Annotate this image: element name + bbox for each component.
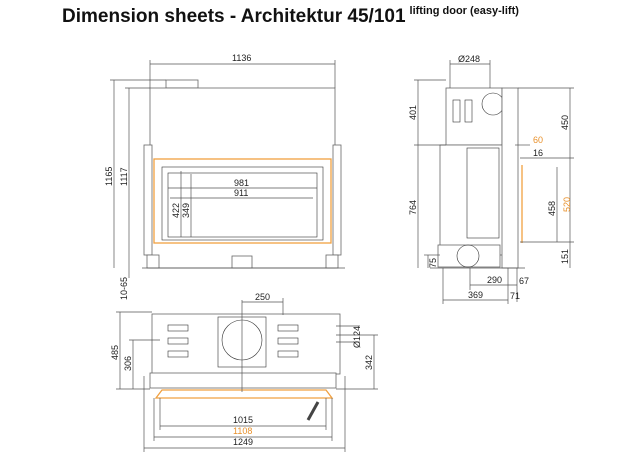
subtitle-text: lifting door (easy-lift)	[409, 5, 519, 17]
dim-981: 981	[234, 178, 249, 188]
dim-911: 911	[234, 188, 248, 198]
dim-1117: 1117	[119, 167, 129, 186]
dim-75: 75	[428, 258, 438, 268]
dim-1015: 1015	[233, 415, 253, 425]
plan-view: 250 485 306 342 Ø124 1015 1108 1249	[110, 292, 378, 452]
dim-764: 764	[408, 200, 418, 215]
dim-458: 458	[547, 201, 557, 216]
dim-306: 306	[123, 356, 133, 371]
dim-1108: 1108	[233, 426, 252, 436]
dim-71: 71	[510, 291, 520, 301]
dim-485: 485	[110, 345, 120, 360]
dim-16: 16	[533, 148, 543, 158]
dim-369: 369	[468, 290, 483, 300]
dim-d124: Ø124	[352, 326, 362, 348]
dim-450: 450	[560, 115, 570, 130]
side-view: Ø248 401 764 75 450 60 16 458 520 151 29…	[408, 54, 574, 304]
front-view: 1136 1165 1117 10-65 981 911 422 349	[104, 53, 345, 300]
dim-d248: Ø248	[458, 54, 480, 64]
dim-422: 422	[171, 203, 181, 218]
dim-10-65: 10-65	[119, 277, 129, 300]
dim-349: 349	[181, 203, 191, 218]
dim-1249: 1249	[233, 437, 253, 447]
dim-250: 250	[255, 292, 270, 302]
dim-401: 401	[408, 105, 418, 120]
dim-151: 151	[560, 249, 570, 264]
dim-60: 60	[533, 135, 543, 145]
dim-342: 342	[364, 355, 374, 370]
dim-520: 520	[562, 197, 572, 212]
dim-67: 67	[519, 276, 529, 286]
dim-290: 290	[487, 275, 502, 285]
dim-1165: 1165	[104, 167, 114, 186]
dim-1136: 1136	[232, 53, 251, 63]
title-text: Dimension sheets - Architektur 45/101	[62, 6, 406, 27]
